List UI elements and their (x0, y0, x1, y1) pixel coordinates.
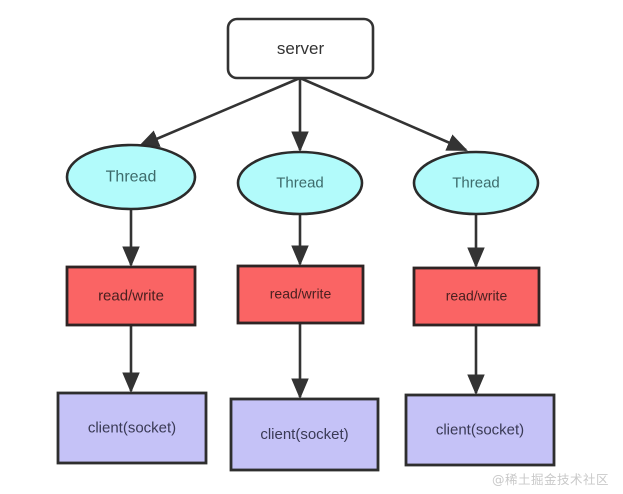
node-client-2[interactable]: client(socket) (229, 397, 380, 472)
edge-server-to-thread-1 (138, 76, 301, 148)
client-3-box[interactable] (404, 393, 556, 467)
thread-2-label: Thread (276, 174, 324, 191)
readwrite-2-label: read/write (270, 286, 332, 302)
watermark-label: @稀土掘金技术社区 (491, 472, 609, 487)
thread-1-label: Thread (106, 169, 157, 186)
readwrite-1-label: read/write (98, 287, 164, 304)
node-server[interactable]: server (226, 17, 375, 80)
node-readwrite-2[interactable]: read/write (236, 264, 365, 325)
node-thread-1[interactable]: Thread (65, 143, 197, 211)
thread-1-ellipse[interactable] (65, 143, 197, 211)
client-1-box[interactable] (56, 391, 208, 465)
readwrite-3-label: read/write (446, 288, 508, 304)
thread-3-ellipse[interactable] (412, 150, 540, 216)
edges-group (122, 76, 485, 400)
node-client-3[interactable]: client(socket) (404, 393, 556, 467)
node-thread-3[interactable]: Thread (412, 150, 540, 216)
node-thread-2[interactable]: Thread (236, 150, 364, 216)
edge-server-to-thread-3 (299, 76, 468, 152)
readwrite-3-box[interactable] (412, 266, 541, 327)
thread-3-label: Thread (452, 174, 500, 191)
node-readwrite-3[interactable]: read/write (412, 266, 541, 327)
client-2-label: client(socket) (260, 426, 348, 443)
client-1-label: client(socket) (88, 419, 176, 436)
thread-2-ellipse[interactable] (236, 150, 364, 216)
readwrite-2-box[interactable] (236, 264, 365, 325)
server-box[interactable] (226, 17, 375, 80)
client-3-label: client(socket) (436, 421, 524, 438)
node-client-1[interactable]: client(socket) (56, 391, 208, 465)
readwrite-1-box[interactable] (65, 265, 197, 327)
client-2-box[interactable] (229, 397, 380, 472)
server-label: server (277, 39, 325, 58)
node-readwrite-1[interactable]: read/write (65, 265, 197, 327)
